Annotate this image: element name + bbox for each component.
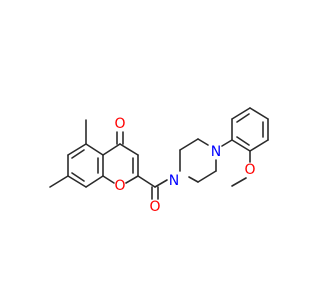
bond-group-anisole-ring [231, 107, 269, 187]
atom-labels: O O O N N O [114, 116, 255, 215]
atom-o-ether: O [244, 162, 255, 178]
atom-o-ring: O [114, 178, 125, 194]
bond-group-benzo-ring [67, 143, 104, 188]
atom-n-aryl: N [211, 144, 221, 160]
bond-group-amide [137, 175, 168, 200]
atom-o-amide: O [149, 199, 160, 215]
atom-n-amide: N [169, 173, 179, 189]
structure-drawing: O O O N N O [49, 107, 269, 215]
bond-group-n-aryl [221, 139, 233, 147]
molecule-diagram: O O O N N O [49, 107, 269, 215]
bond-group-piperazine [179, 138, 217, 183]
bond-group-methyls [49, 119, 87, 188]
bond-group-pyranone-ring [102, 131, 139, 184]
atom-o-ketone: O [114, 116, 125, 132]
